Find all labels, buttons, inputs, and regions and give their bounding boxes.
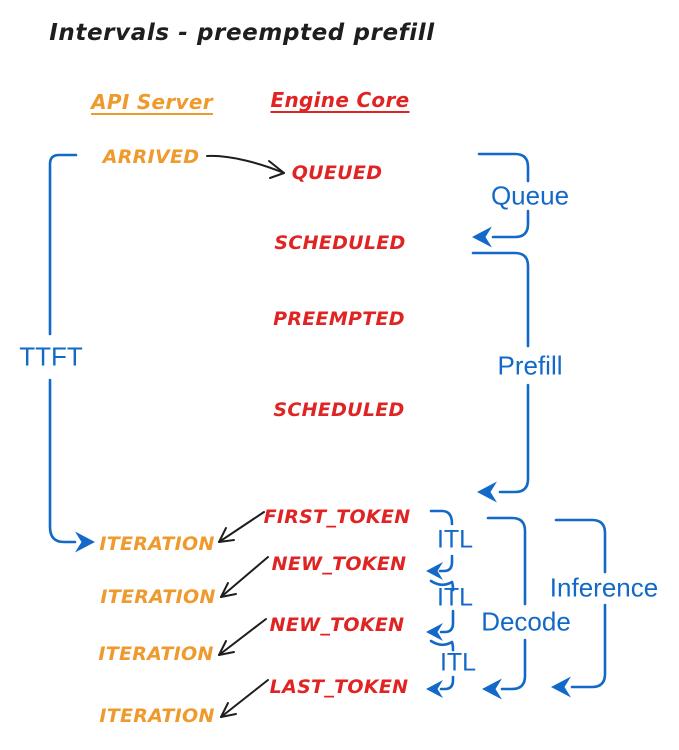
interval-itl-2-label: ITL	[436, 583, 474, 612]
arrow-first-token-to-iteration1	[218, 511, 265, 543]
itl-bracket-1	[426, 509, 454, 580]
interval-itl-1-label: ITL	[436, 525, 474, 554]
engine-core-column-header: Engine Core	[270, 88, 410, 112]
event-iteration-2: ITERATION	[100, 586, 216, 608]
event-arrived: ARRIVED	[102, 146, 200, 168]
interval-inference-label: Inference	[549, 572, 659, 603]
interval-ttft-label: TTFT	[19, 341, 83, 372]
event-preempted: PREEMPTED	[273, 308, 405, 330]
decode-arrowhead-icon	[482, 678, 502, 700]
event-new-token-2: NEW_TOKEN	[269, 614, 405, 636]
ttft-arrowhead-icon	[75, 531, 95, 553]
event-queued: QUEUED	[291, 162, 383, 184]
event-iteration-4: ITERATION	[99, 705, 215, 727]
interval-queue-label: Queue	[490, 180, 570, 211]
queue-arrowhead-icon	[472, 226, 492, 248]
inference-bracket	[551, 518, 607, 698]
diagram-title: Intervals - preempted prefill	[49, 20, 435, 46]
arrow-new-token1-to-iteration2	[220, 556, 269, 598]
event-iteration-3: ITERATION	[98, 643, 214, 665]
inference-arrowhead-icon	[551, 676, 571, 698]
event-new-token-1: NEW_TOKEN	[271, 553, 407, 575]
event-scheduled-2: SCHEDULED	[273, 399, 405, 421]
event-last-token: LAST_TOKEN	[269, 676, 409, 698]
event-iteration-1: ITERATION	[99, 533, 215, 555]
interval-decode-label: Decode	[481, 606, 571, 637]
prefill-bracket	[471, 251, 530, 503]
event-first-token: FIRST_TOKEN	[263, 506, 411, 528]
arrow-last-token-to-iteration4	[220, 679, 269, 718]
arrow-new-token2-to-iteration3	[218, 618, 267, 656]
itl-arrowhead-2-icon	[426, 623, 443, 641]
interval-prefill-label: Prefill	[497, 350, 563, 381]
interval-itl-3-label: ITL	[439, 648, 477, 677]
api-server-column-header: API Server	[91, 90, 213, 114]
queue-bracket	[472, 152, 530, 248]
arrow-arrived-to-queued	[206, 154, 285, 179]
decode-bracket	[482, 516, 527, 700]
itl-bracket-3	[426, 639, 455, 698]
itl-arrowhead-3-icon	[426, 680, 443, 698]
event-scheduled-1: SCHEDULED	[274, 232, 406, 254]
itl-bracket-2	[426, 579, 455, 641]
itl-arrowhead-1-icon	[426, 562, 443, 580]
ttft-bracket	[48, 153, 95, 553]
prefill-arrowhead-icon	[477, 481, 497, 503]
